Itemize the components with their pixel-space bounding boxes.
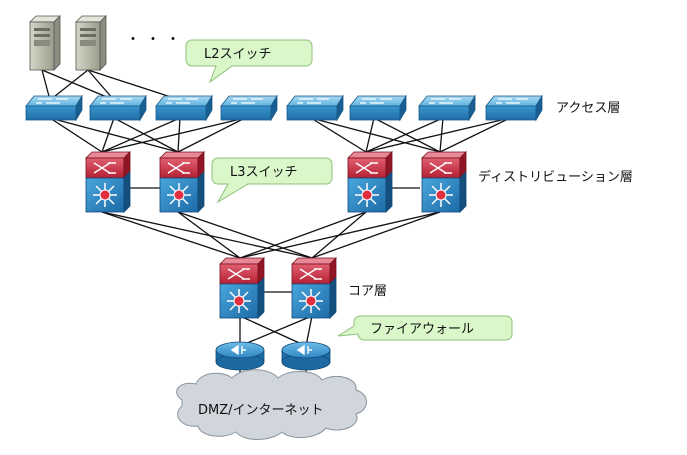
l2-switch-callout-text: L2スイッチ	[204, 47, 272, 62]
l3-switch-icon	[421, 151, 467, 213]
l3-switch-callout-text: L3スイッチ	[230, 165, 298, 180]
network-links	[41, 69, 511, 388]
distribution-layer-label: ディストリビューション層	[478, 169, 633, 185]
firewall-callout-text: ファイアウォール	[370, 322, 474, 337]
l2-switch-icon	[286, 94, 344, 122]
l2-switch-icon	[155, 94, 213, 122]
access-layer-label: アクセス層	[556, 101, 620, 116]
core-layer-label: コア層	[348, 284, 387, 299]
l2-switch-icon	[220, 94, 278, 122]
l3-switch-callout: L3スイッチ	[211, 157, 333, 204]
firewall-callout: ファイアウォール	[337, 315, 513, 341]
server-icon	[75, 15, 107, 71]
l3-switch-icon	[85, 151, 131, 213]
internet-cloud: DMZ/インターネット	[176, 369, 367, 440]
l3-switch-icon	[159, 151, 205, 213]
l2-switch-icon	[25, 94, 83, 122]
l2-switch-icon	[89, 94, 147, 122]
cloud-label: DMZ/インターネット	[198, 403, 324, 418]
core-switch-icon	[219, 257, 265, 319]
firewall-icon	[215, 341, 265, 371]
ellipsis-text: ・・・	[126, 32, 186, 48]
l2-switch-icon	[418, 94, 476, 122]
core-switch-icon	[291, 257, 337, 319]
l2-switch-callout: L2スイッチ	[185, 39, 313, 84]
firewall-icon	[281, 341, 331, 371]
l3-switch-icon	[347, 151, 393, 213]
l2-switch-icon	[349, 94, 407, 122]
l2-switch-icon	[485, 94, 543, 122]
server-icon	[29, 15, 61, 71]
